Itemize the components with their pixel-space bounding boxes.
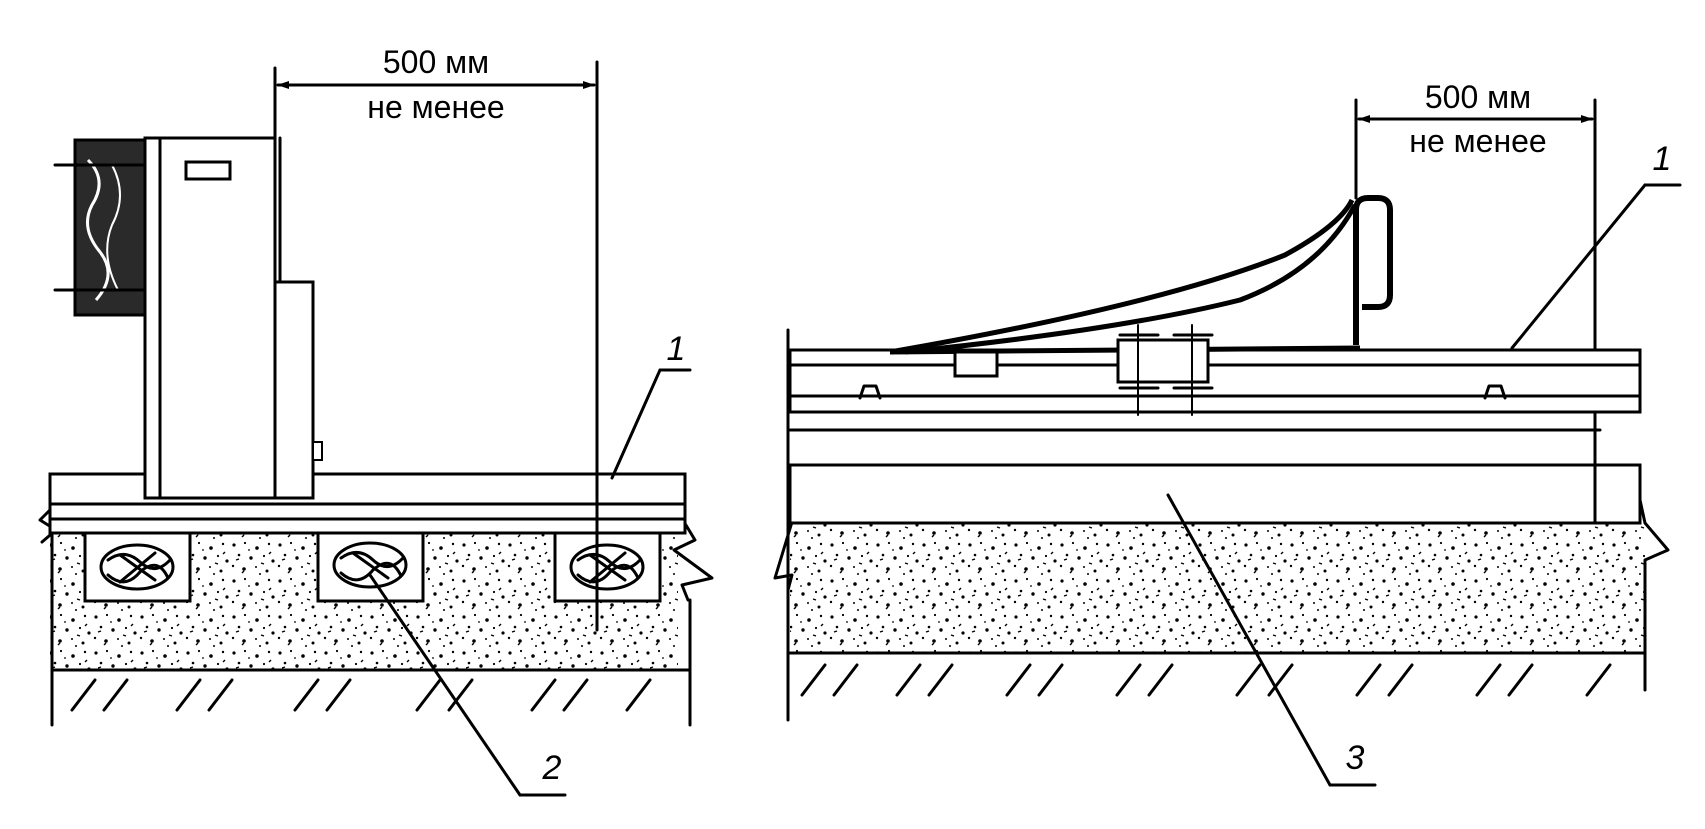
right-view: 500 мм не менее 1 3	[773, 79, 1682, 787]
callout-1-left: 1	[667, 330, 686, 368]
right-ballast-bed	[773, 328, 1670, 722]
right-rail	[788, 348, 1642, 432]
callout-3: 3	[1346, 739, 1365, 777]
right-dimension: 500 мм не менее	[1354, 79, 1594, 200]
left-soil-hatching	[70, 678, 652, 712]
right-skid-shoe	[889, 195, 1393, 416]
right-dimension-value: 500 мм	[1425, 79, 1531, 115]
right-dimension-note: не менее	[1409, 123, 1546, 159]
left-callouts: 1 2	[368, 330, 692, 797]
left-view: 500 мм не менее 1 2	[38, 44, 714, 797]
left-dimension: 500 мм не менее	[273, 44, 599, 632]
left-stop-device	[53, 136, 323, 500]
right-sleeper	[788, 98, 1642, 525]
left-dimension-value: 500 мм	[383, 44, 489, 80]
right-soil-hatching	[800, 663, 1612, 697]
callout-2: 2	[542, 749, 562, 787]
right-callouts: 1 3	[1166, 140, 1682, 787]
callout-1-right: 1	[1653, 140, 1672, 178]
left-sleepers	[83, 531, 662, 603]
left-dimension-note: не менее	[367, 89, 504, 125]
